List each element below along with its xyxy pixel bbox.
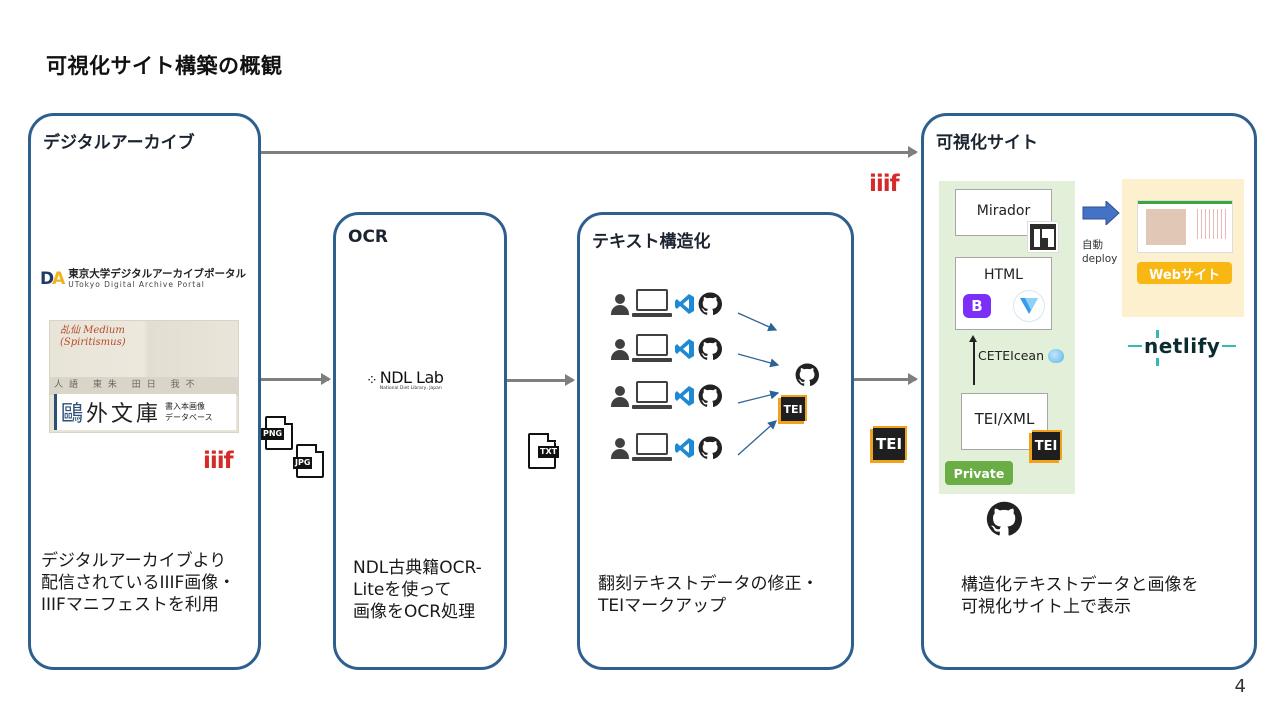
- ceteicean-label: CETEIcean: [978, 348, 1064, 363]
- portal-name-jp: 東京大学デジタルアーカイブポータル: [68, 268, 246, 280]
- github-icon: [698, 337, 722, 361]
- mirador-icon: [1028, 222, 1058, 252]
- jpg-file-icon: JPG: [293, 444, 326, 480]
- panel-ocr: OCR NDL古典籍OCR- Liteを使って 画像をOCR処理: [333, 212, 507, 670]
- auto-deploy-label: 自動 deploy: [1082, 239, 1118, 265]
- person-icon: [611, 293, 629, 315]
- vscode-icon: [675, 339, 694, 359]
- private-badge: Private: [945, 461, 1013, 485]
- deploy-arrow-icon: [1082, 201, 1120, 225]
- person-icon: [611, 437, 629, 459]
- person-icon: [611, 385, 629, 407]
- iiif-logo-archive: iiif: [203, 448, 234, 474]
- panel-title-archive: デジタルアーカイブ: [43, 133, 195, 153]
- book-text-band: 人語 東朱 田日 我不: [50, 377, 238, 395]
- ceteicean-whale-icon: [1048, 348, 1064, 363]
- utokyo-archive-portal-logo: DA 東京大学デジタルアーカイブポータル UTokyo Digital Arch…: [40, 268, 246, 289]
- ogai-bunko-database-image: 乩仙 Medium (Spiritismus) 人語 東朱 田日 我不 鷗外文庫…: [49, 320, 239, 433]
- contributor-row: [611, 381, 722, 411]
- text-description: 翻刻テキストデータの修正・ TEIマークアップ: [598, 574, 819, 616]
- panel-title-vis: 可視化サイト: [936, 133, 1038, 153]
- handwriting-annotation: 乩仙 Medium (Spiritismus): [60, 325, 126, 348]
- banner-subtitle: 書入本画像 データベース: [165, 402, 213, 422]
- laptop-icon: [632, 381, 672, 411]
- website-badge: Webサイト: [1137, 262, 1232, 284]
- website-screenshot: [1137, 200, 1233, 253]
- tei-logo-text-panel: TEI: [781, 395, 807, 421]
- merge-arrow: [737, 420, 777, 456]
- contributor-row: [611, 289, 722, 319]
- iiif-logo-top: iiif: [869, 171, 900, 197]
- vscode-icon: [675, 386, 694, 406]
- person-icon: [611, 338, 629, 360]
- laptop-icon: [632, 334, 672, 364]
- arrow-ocr-to-text: [507, 374, 575, 386]
- slide-title: 可視化サイト構築の概観: [46, 54, 283, 78]
- ndl-network-icon: ⁘: [366, 373, 378, 389]
- portal-name-en: UTokyo Digital Archive Portal: [68, 280, 205, 289]
- ocr-description: NDL古典籍OCR- Liteを使って 画像をOCR処理: [353, 558, 482, 622]
- panel-title-text: テキスト構造化: [592, 232, 711, 252]
- vite-icon: [1013, 290, 1045, 322]
- github-icon-vis: [986, 501, 1022, 536]
- ogai-bunko-banner: 鷗外文庫 書入本画像 データベース: [54, 394, 236, 430]
- ndl-lab-logo: ⁘ NDL Lab National Diet Library, Japan: [366, 368, 444, 392]
- vscode-icon: [675, 294, 694, 314]
- merge-arrow: [737, 353, 780, 368]
- merge-arrow: [737, 312, 778, 331]
- tei-logo-vis: TEI: [1032, 430, 1062, 460]
- bootstrap-icon: B: [963, 294, 991, 318]
- merge-arrow: [737, 390, 780, 404]
- arrow-archive-to-ocr: [261, 373, 331, 385]
- vis-description: 構造化テキストデータと画像を 可視化サイト上で表示: [961, 575, 1199, 617]
- da-logo-mark: DA: [40, 268, 65, 289]
- png-file-icon: PNG: [261, 416, 295, 452]
- merge-arrows: [737, 312, 780, 456]
- contributor-row: [611, 433, 722, 463]
- vscode-icon: [675, 438, 694, 458]
- laptop-icon: [632, 433, 672, 463]
- github-icon: [698, 292, 722, 316]
- contributor-row: [611, 334, 722, 364]
- netlify-logo: netlify: [1128, 330, 1237, 366]
- laptop-icon: [632, 289, 672, 319]
- github-icon: [698, 436, 722, 460]
- arrow-text-to-vis: [854, 373, 918, 385]
- github-icon-shared-repo: [795, 363, 819, 387]
- cetei-arrow: [970, 335, 976, 385]
- arrow-archive-to-vis: [261, 146, 918, 158]
- panel-title-ocr: OCR: [348, 227, 389, 247]
- txt-file-icon: TXT: [528, 433, 562, 471]
- github-icon: [698, 384, 722, 408]
- archive-description: デジタルアーカイブより 配信されているIIIF画像・ IIIFマニフェストを利用: [41, 551, 236, 615]
- tei-logo-connector: TEI: [873, 426, 907, 460]
- page-number: 4: [1234, 676, 1246, 697]
